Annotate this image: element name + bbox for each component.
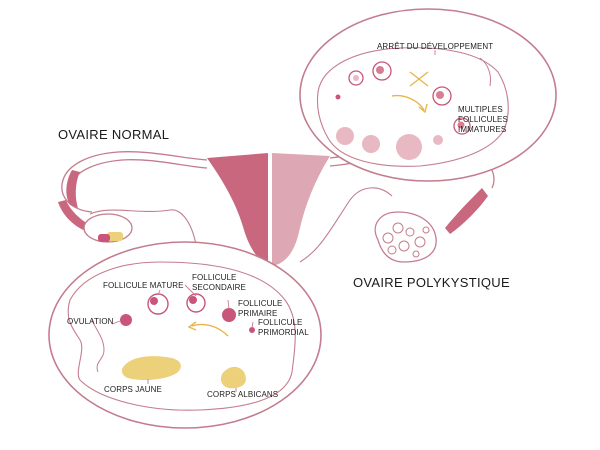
- follicle-mature-oocyte: [150, 297, 158, 305]
- polycystic-ovary-wave: [479, 57, 491, 87]
- primary-follicle-label: FOLLICULE PRIMAIRE: [238, 299, 282, 319]
- normal-cycle-arrowhead: [187, 321, 197, 331]
- small-corpus-luteum: [107, 232, 123, 241]
- multiple-immature-line-2: FOLLICULES: [458, 115, 508, 124]
- ovulation-label: OVULATION: [67, 317, 114, 326]
- primary-follicle-line-1: FOLLICULE: [238, 299, 283, 308]
- pco-follicle-2-core: [376, 66, 384, 74]
- primordial-follicle-line-1: FOLLICULE: [258, 318, 303, 327]
- primordial-follicle-label: FOLLICULE PRIMORDIAL: [258, 318, 309, 338]
- secondary-follicle-line-2: SECONDAIRE: [192, 283, 246, 292]
- right-fimbria: [445, 188, 488, 234]
- corpus-luteum-label: CORPS JAUNE: [104, 385, 162, 394]
- primordial-follicle-line-2: PRIMORDIAL: [258, 328, 309, 337]
- pco-follicle-7: [362, 135, 380, 153]
- multiple-immature-line-1: MULTIPLES: [458, 105, 503, 114]
- pco-follicle-3-core: [436, 91, 444, 99]
- normal-ovary-magnified: [48, 241, 322, 429]
- mature-follicle-label: FOLLICULE MATURE: [103, 281, 184, 290]
- normal-ovary-label: OVAIRE NORMAL: [58, 127, 170, 142]
- pco-follicle-1: [348, 70, 364, 86]
- primary-follicle-line-2: PRIMAIRE: [238, 309, 278, 318]
- left-fallopian-tube: [61, 151, 208, 213]
- polycystic-ovary-label: OVAIRE POLYKYSTIQUE: [353, 275, 510, 290]
- pco-follicle-8: [336, 127, 354, 145]
- corpus-albicans-shape: [220, 366, 246, 389]
- normal-cycle-arrow: [191, 323, 229, 337]
- left-fimbria: [66, 170, 80, 208]
- pco-cycle-arrow: [391, 94, 425, 111]
- follicle-secondary-oocyte: [189, 296, 197, 304]
- polycystic-ovary-inner-outline: [316, 47, 509, 167]
- pco-cycle-arrowhead: [418, 103, 428, 114]
- polycystic-ovary-magnified: [299, 8, 557, 182]
- corpus-luteum-shape: [121, 356, 181, 380]
- secondary-follicle-line-1: FOLLICULE: [192, 273, 237, 282]
- normal-ovary-wave: [91, 319, 105, 373]
- pco-follicle-5: [433, 135, 443, 145]
- ovulation-follicle: [120, 314, 132, 326]
- small-follicle: [98, 234, 110, 242]
- pco-follicle-1-core: [353, 75, 359, 81]
- development-arrest-label: ARRÊT DU DÉVELOPPEMENT: [377, 42, 494, 51]
- leader-lines: [111, 50, 436, 392]
- pco-follicle-3: [432, 86, 452, 106]
- pco-follicle-6: [396, 134, 422, 160]
- follicle-primary: [222, 308, 236, 322]
- polycystic-ovary-small: [374, 211, 437, 263]
- arrest-cross: [409, 71, 429, 87]
- follicle-secondary: [186, 293, 206, 313]
- normal-ovary-inner-outline: [67, 261, 296, 411]
- right-ligament: [299, 187, 393, 263]
- polycystic-cysts: [382, 222, 430, 258]
- pco-follicle-4: [453, 117, 471, 135]
- pco-follicle-2: [372, 61, 392, 81]
- pco-follicle-9: [335, 94, 341, 100]
- secondary-follicle-label: FOLLICULE SECONDAIRE: [192, 273, 246, 293]
- uterus-right-half: [272, 153, 330, 266]
- multiple-immature-line-3: IMMATURES: [458, 125, 507, 134]
- follicle-primordial: [249, 327, 255, 333]
- pco-follicle-4-core: [457, 121, 465, 129]
- uterus-left-half: [207, 153, 268, 265]
- left-fimbria-lower: [58, 200, 92, 232]
- corpus-albicans-label: CORPS ALBICANS: [207, 390, 279, 399]
- multiple-immature-label: MULTIPLES FOLLICULES IMMATURES: [458, 105, 508, 135]
